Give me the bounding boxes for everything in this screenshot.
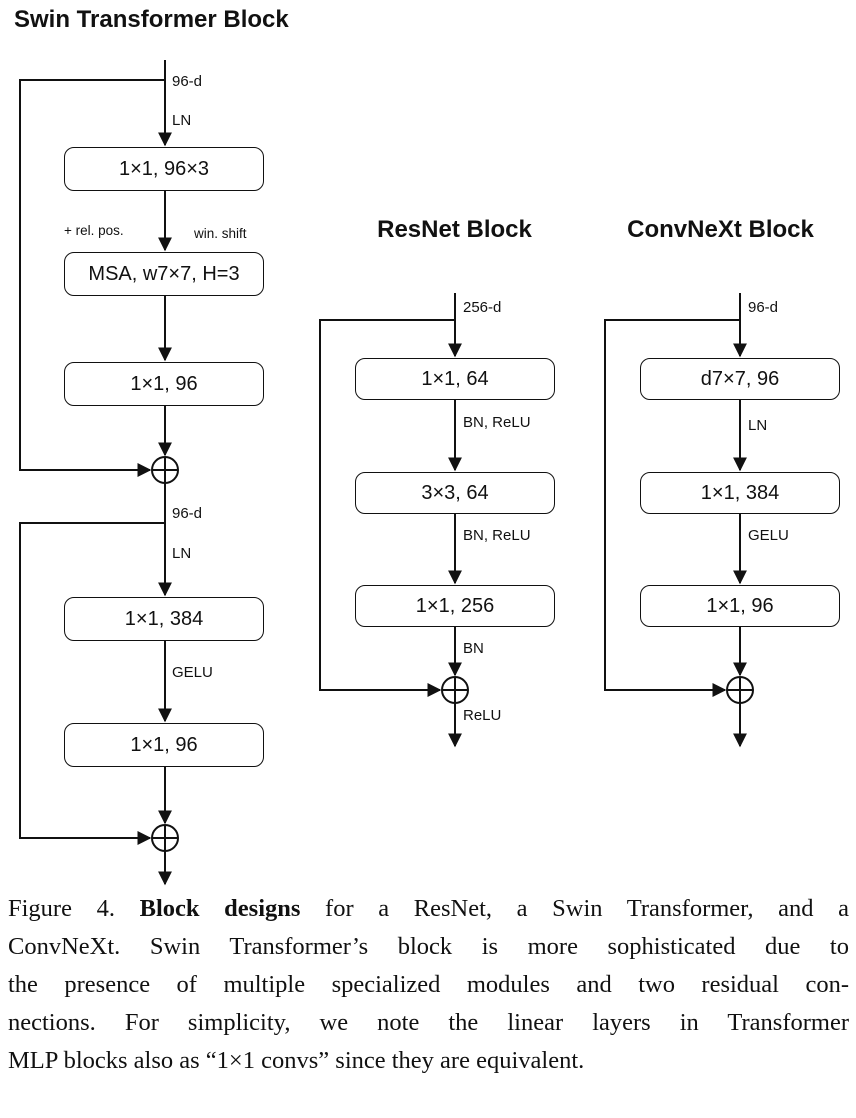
swin-add-node-1-icon [151,456,179,484]
convnext-ln-label: LN [748,417,768,434]
resnet-conv-box-1: 1×1, 64 [355,358,555,400]
caption-line-2: ConvNeXt. Swin Transformer’s block is mo… [8,933,849,960]
resnet-conv-box-2: 3×3, 64 [355,472,555,514]
caption-line-5: MLP blocks also as “1×1 convs” since the… [8,1047,585,1074]
convnext-add-node-icon [726,676,754,704]
swin-rel-pos-label: + rel. pos. [64,223,124,238]
caption-bold-phrase: Block designs [139,895,301,922]
swin-mid-norm-label: LN [172,545,192,562]
swin-input-dim-label: 96-d [172,73,203,90]
resnet-bn-relu-label-1: BN, ReLU [463,414,531,431]
swin-mlp-box-1: 1×1, 384 [64,597,264,641]
swin-mlp-box-2: 1×1, 96 [64,723,264,767]
swin-add-node-2-icon [151,824,179,852]
caption-line-1: Figure 4. Block designs for a ResNet, a … [8,890,849,928]
caption-line-1-rest: for a ResNet, a Swin Transformer, and a [300,895,849,922]
swin-conv-box-2: 1×1, 96 [64,362,264,406]
convnext-conv-box-1: 1×1, 384 [640,472,840,514]
resnet-bn-label: BN [463,640,484,657]
swin-residual-2-line [19,522,165,845]
convnext-dwconv-box: d7×7, 96 [640,358,840,400]
resnet-bn-relu-label-2: BN, ReLU [463,527,531,544]
resnet-block-title: ResNet Block [377,216,532,243]
convnext-conv-box-2: 1×1, 96 [640,585,840,627]
convnext-gelu-label: GELU [748,527,789,544]
swin-pre-norm-label: LN [172,112,192,129]
resnet-residual-line [319,319,455,697]
figure-caption: Figure 4. Block designs for a ResNet, a … [8,890,849,1080]
swin-mid-dim-label: 96-d [172,505,203,522]
swin-msa-box: MSA, w7×7, H=3 [64,252,264,296]
swin-activation-label: GELU [172,664,213,681]
convnext-block-title: ConvNeXt Block [627,216,814,243]
resnet-input-dim-label: 256-d [463,299,502,316]
swin-residual-1-line [19,79,165,477]
resnet-add-node-icon [441,676,469,704]
swin-win-shift-label: win. shift [194,226,247,241]
convnext-input-dim-label: 96-d [748,299,779,316]
swin-block-title: Swin Transformer Block [14,6,289,33]
caption-line-4: nections. For simplicity, we note the li… [8,1009,849,1036]
resnet-output-relu-label: ReLU [463,707,502,724]
caption-figure-number: Figure 4. [8,895,140,922]
swin-conv-box-1: 1×1, 96×3 [64,147,264,191]
convnext-residual-line [604,319,740,697]
resnet-conv-box-3: 1×1, 256 [355,585,555,627]
caption-line-3: the presence of multiple specialized mod… [8,971,849,998]
